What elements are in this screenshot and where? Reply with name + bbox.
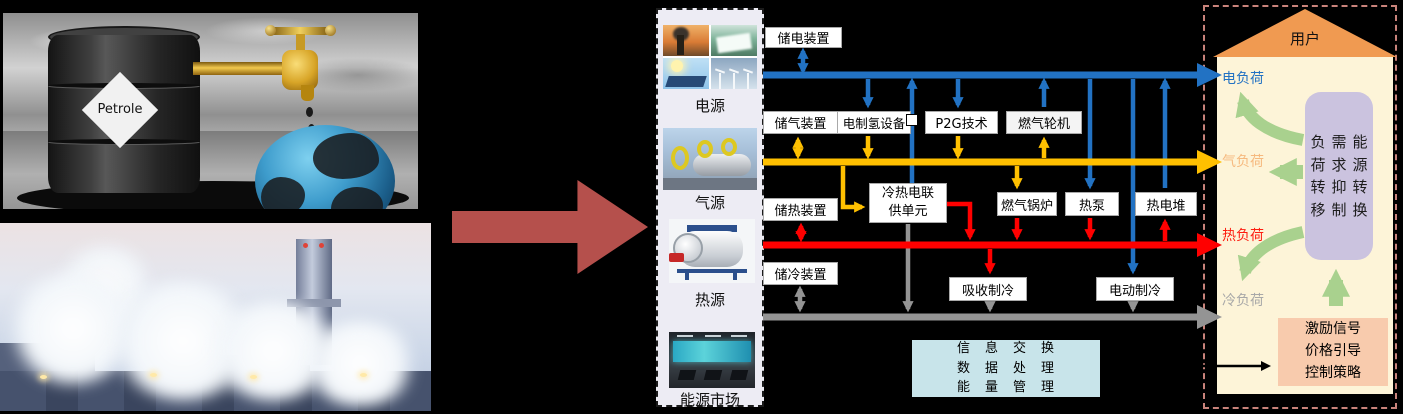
tap-spout: [301, 85, 314, 101]
wind-turbine: [747, 73, 749, 89]
cold-storage-box: 储冷装置: [763, 262, 838, 285]
tap-handle-bar: [270, 27, 330, 35]
oil-barrel-photo: Petrole: [3, 13, 418, 209]
dr-column-load-shift: 负荷转移: [1310, 133, 1326, 219]
gas-source-image: [663, 128, 757, 190]
power-source-caption: 电源: [694, 97, 725, 115]
boiler-base: [677, 269, 747, 273]
wind-turbine: [733, 73, 735, 89]
tap-body: [282, 50, 318, 90]
continent: [331, 187, 383, 209]
gas-boiler-box: 燃气锅炉: [997, 192, 1057, 216]
energy-market-caption: 能源市场: [679, 391, 740, 409]
hydro-dam-thumb: [711, 25, 757, 56]
water-spray: [716, 32, 752, 54]
pipeline-base: [663, 178, 757, 190]
gas-load-label: 气负荷: [1222, 154, 1264, 170]
ceiling-light: [677, 335, 693, 337]
heat-source-caption: 热源: [694, 291, 725, 309]
user-panel-dashed-frame: [1203, 5, 1397, 409]
solar-panel: [665, 76, 707, 87]
yellow-pipe: [697, 140, 713, 158]
steam-cloud: [300, 321, 420, 406]
heat-source-image: [669, 219, 755, 283]
dr-column-demand-curb: 需求抑制: [1331, 133, 1347, 219]
dr-column-energy-convert: 能源转换: [1352, 133, 1368, 219]
plant-light: [150, 373, 157, 377]
user-title: 用户: [1289, 30, 1320, 48]
electrolysis-box: 电制氢设备: [837, 111, 911, 134]
plant-light: [250, 375, 257, 379]
oil-drip: [306, 107, 313, 117]
thermopile-box: 热电堆: [1135, 192, 1197, 216]
ceiling-light: [731, 335, 747, 337]
gas-storage-box: 储气装置: [763, 111, 838, 134]
barrel-label-text: Petrole: [97, 102, 143, 117]
tap-pipe: [193, 62, 291, 75]
boiler-platform: [687, 225, 737, 232]
electric-storage-box: 储电装置: [765, 27, 842, 48]
gas-source-caption: 气源: [694, 194, 725, 212]
globe: [255, 125, 395, 209]
info-management-box: 信息交换 数据处理 能量管理: [912, 340, 1100, 397]
heat-load-label: 热负荷: [1222, 228, 1264, 244]
boiler-leg: [685, 273, 689, 280]
yellow-pipe: [671, 146, 689, 170]
cchp-box: 冷热电联 供单元: [869, 183, 947, 223]
continent: [313, 133, 379, 179]
gas-turbine-box: 燃气轮机: [1006, 111, 1082, 134]
connector-square: [906, 114, 918, 126]
source-panel: 电源 气源 热源 能源市场: [656, 8, 764, 409]
solar-thumb: [663, 58, 709, 89]
energy-market-image: [669, 332, 755, 388]
cold-load-label: 冷负荷: [1222, 293, 1264, 309]
incentive-signal-box: 激励信号 价格引导 控制策略: [1278, 318, 1388, 386]
tap-handle-knob: [265, 25, 276, 36]
electric-chiller-box: 电动制冷: [1096, 277, 1174, 301]
chimney-light: [319, 243, 324, 248]
wind-thumb: [711, 58, 757, 89]
chimney-light: [303, 243, 308, 248]
boiler-burner: [669, 253, 684, 262]
continent: [261, 177, 305, 209]
wind-turbine: [719, 73, 721, 89]
control-desk: [729, 370, 749, 380]
electric-connectors: [797, 47, 1171, 275]
thermal-plant-thumb: [663, 25, 709, 56]
yellow-pipe: [721, 138, 737, 156]
sun-icon: [671, 60, 683, 72]
control-desk: [703, 370, 723, 380]
plant-light: [360, 373, 367, 377]
p2g-box: P2G技术: [925, 111, 998, 134]
gas-tank: [693, 154, 751, 176]
heat-pump-box: 热泵: [1065, 192, 1119, 216]
absorption-chiller-box: 吸收制冷: [949, 277, 1027, 301]
power-plant-photo: [0, 223, 431, 411]
power-source-image: [663, 25, 757, 89]
tap-handle-post: [296, 34, 305, 54]
control-desk: [677, 370, 697, 380]
stack: [677, 35, 684, 55]
control-room-screen: [673, 341, 751, 362]
demand-response-box: 负荷转移 需求抑制 能源转换: [1305, 92, 1373, 260]
transform-arrow: [452, 180, 648, 274]
boiler-leg: [733, 273, 737, 280]
chimney-platform: [287, 299, 341, 307]
electric-load-label: 电负荷: [1222, 71, 1264, 87]
ceiling-light: [705, 335, 721, 337]
tap-handle-knob: [325, 25, 336, 36]
heat-storage-box: 储热装置: [763, 198, 838, 221]
plant-light: [40, 375, 47, 379]
